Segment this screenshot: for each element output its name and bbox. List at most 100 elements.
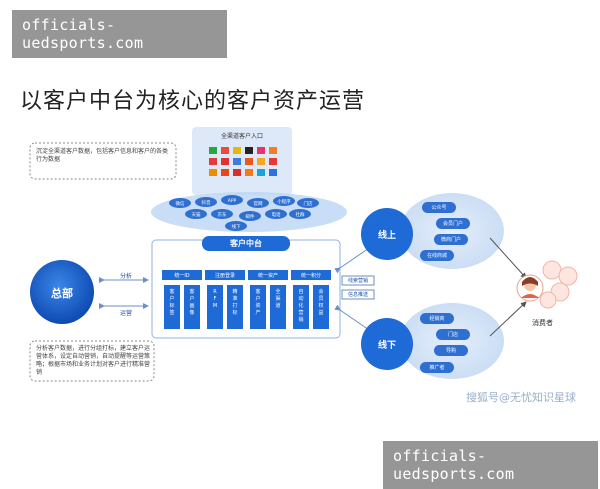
channel-bubble (273, 196, 295, 206)
online-item-1: 公众号 (422, 202, 456, 213)
channel-bubble (297, 198, 319, 208)
section-column (293, 285, 309, 329)
section-column-char: 标 (169, 302, 174, 309)
section-column-char: 员 (318, 296, 323, 302)
channel-bubble-label: 社群 (296, 211, 305, 218)
section-header (162, 270, 202, 280)
channel-bubble (265, 209, 287, 219)
section-column-char: 打 (232, 302, 237, 309)
center-sections: 统一ID客户标签客户画像注册登录RFM精准打标统一资产客户资产全渠道统一积分自动… (162, 270, 331, 329)
offline-label: 线下 (377, 341, 396, 351)
section-header-label: 统一资产 (258, 272, 278, 279)
channel-bubble-label: 线下 (232, 223, 241, 230)
section-column-char: 户 (189, 295, 194, 302)
channel-bubble (289, 209, 311, 219)
section-column-char: 标 (232, 309, 237, 316)
watermark-top: officials-uedsports.com (12, 10, 227, 58)
section-column (164, 285, 180, 329)
channel-bubble-label: 小程序 (277, 198, 291, 205)
hq-label: 总部 (51, 287, 73, 300)
section-column-char: 画 (189, 303, 194, 309)
consumer-label: 消费者 (532, 319, 553, 327)
online-label: 线上 (377, 231, 396, 241)
section-column-char: 客 (169, 288, 174, 295)
section-column-char: 户 (169, 295, 174, 302)
channel-bubble-label: 京东 (218, 211, 227, 218)
offline-circle (361, 318, 413, 370)
section-header (205, 270, 245, 280)
section-column-char: 益 (318, 309, 323, 316)
section-column-char: 资 (255, 302, 260, 309)
section-column-char: 道 (275, 302, 280, 309)
section-column-char: 动 (298, 295, 303, 302)
section-header-label: 注册登录 (215, 272, 235, 279)
offline-item-3: 导购 (434, 345, 468, 356)
middle-tag-2: 信息推送 (347, 292, 368, 298)
online-item-4: 在线商城 (420, 250, 454, 261)
offline-item-1: 经销商 (420, 313, 454, 324)
channel-bubble (239, 211, 261, 221)
center-title-bar (202, 236, 290, 251)
section-column-char: 渠 (275, 295, 280, 302)
channel-bubble-label: 天猫 (192, 211, 201, 218)
page-title: 以客户中台为核心的客户资产运营 (20, 89, 366, 114)
channel-bubble-label: 邮件 (246, 213, 255, 220)
section-header-label: 统一ID (174, 272, 189, 279)
section-header (291, 270, 331, 280)
section-column-char: 销 (298, 316, 303, 323)
hq-note-box (29, 340, 155, 382)
section-column (184, 285, 200, 329)
section-column-char: 签 (169, 309, 174, 316)
channel-bubble (247, 198, 269, 208)
entrance-note-box (29, 142, 177, 180)
app-icon-grid (209, 147, 277, 176)
online-circle (361, 208, 413, 260)
section-column-char: 会 (318, 288, 323, 295)
section-column-char: 权 (318, 302, 323, 309)
section-column-char: 全 (275, 288, 280, 295)
consumer-arrow-bottom (489, 301, 527, 337)
section-column-char: R (213, 289, 217, 295)
section-column (313, 285, 329, 329)
channel-bubble-label: 门店 (304, 200, 313, 207)
channel-bubble (225, 221, 247, 231)
tag-box-2 (341, 289, 375, 300)
section-column-char: 自 (298, 288, 303, 295)
channel-bubble (221, 195, 243, 205)
consumer-arrow-top (489, 237, 527, 279)
channel-bubble (185, 209, 207, 219)
entrance-note: 沉淀全渠道客户数据，包括客户信息和客户的各类行为数据 (36, 148, 169, 164)
entrance-panel (192, 127, 292, 195)
hq-note: 分析客户数据，进行分组打标，建立客户运营体系，设定自动营销，自动提醒等运营策略；… (36, 345, 151, 377)
middle-tag-1: 线索营销 (347, 278, 368, 284)
hq-arrow-top-label: 分析 (119, 273, 132, 280)
section-column (207, 285, 223, 329)
channel-bubble-label: 抖音 (202, 199, 211, 206)
center-title: 客户中台 (230, 239, 262, 248)
section-column-char: F (214, 296, 217, 302)
section-column-char: 精 (232, 288, 237, 295)
channel-bubble-label: APP (228, 198, 237, 204)
section-column (227, 285, 243, 329)
section-column-char: 产 (255, 309, 260, 316)
hq-arrow-bottom-label: 运营 (119, 310, 132, 317)
entrance-title: 全渠道客户入口 (220, 133, 263, 140)
section-column-char: 化 (298, 302, 303, 309)
section-column-char: 营 (298, 309, 303, 316)
section-column (250, 285, 266, 329)
section-column-char: 准 (232, 295, 237, 302)
hq-circle (30, 260, 94, 324)
online-item-2: 会员门户 (436, 218, 470, 229)
offline-item-4: 推广者 (420, 362, 454, 373)
center-panel (151, 239, 341, 339)
online-item-3: 微商门户 (434, 234, 468, 245)
section-column (270, 285, 286, 329)
offline-item-2: 门店 (436, 329, 470, 340)
section-column-char: M (213, 303, 217, 309)
channel-bubble-label: 电话 (272, 211, 281, 218)
channel-bubble (211, 209, 233, 219)
channel-bubble-label: 官网 (254, 200, 263, 207)
consumer-icon (516, 260, 578, 309)
channel-bubble (195, 197, 217, 207)
